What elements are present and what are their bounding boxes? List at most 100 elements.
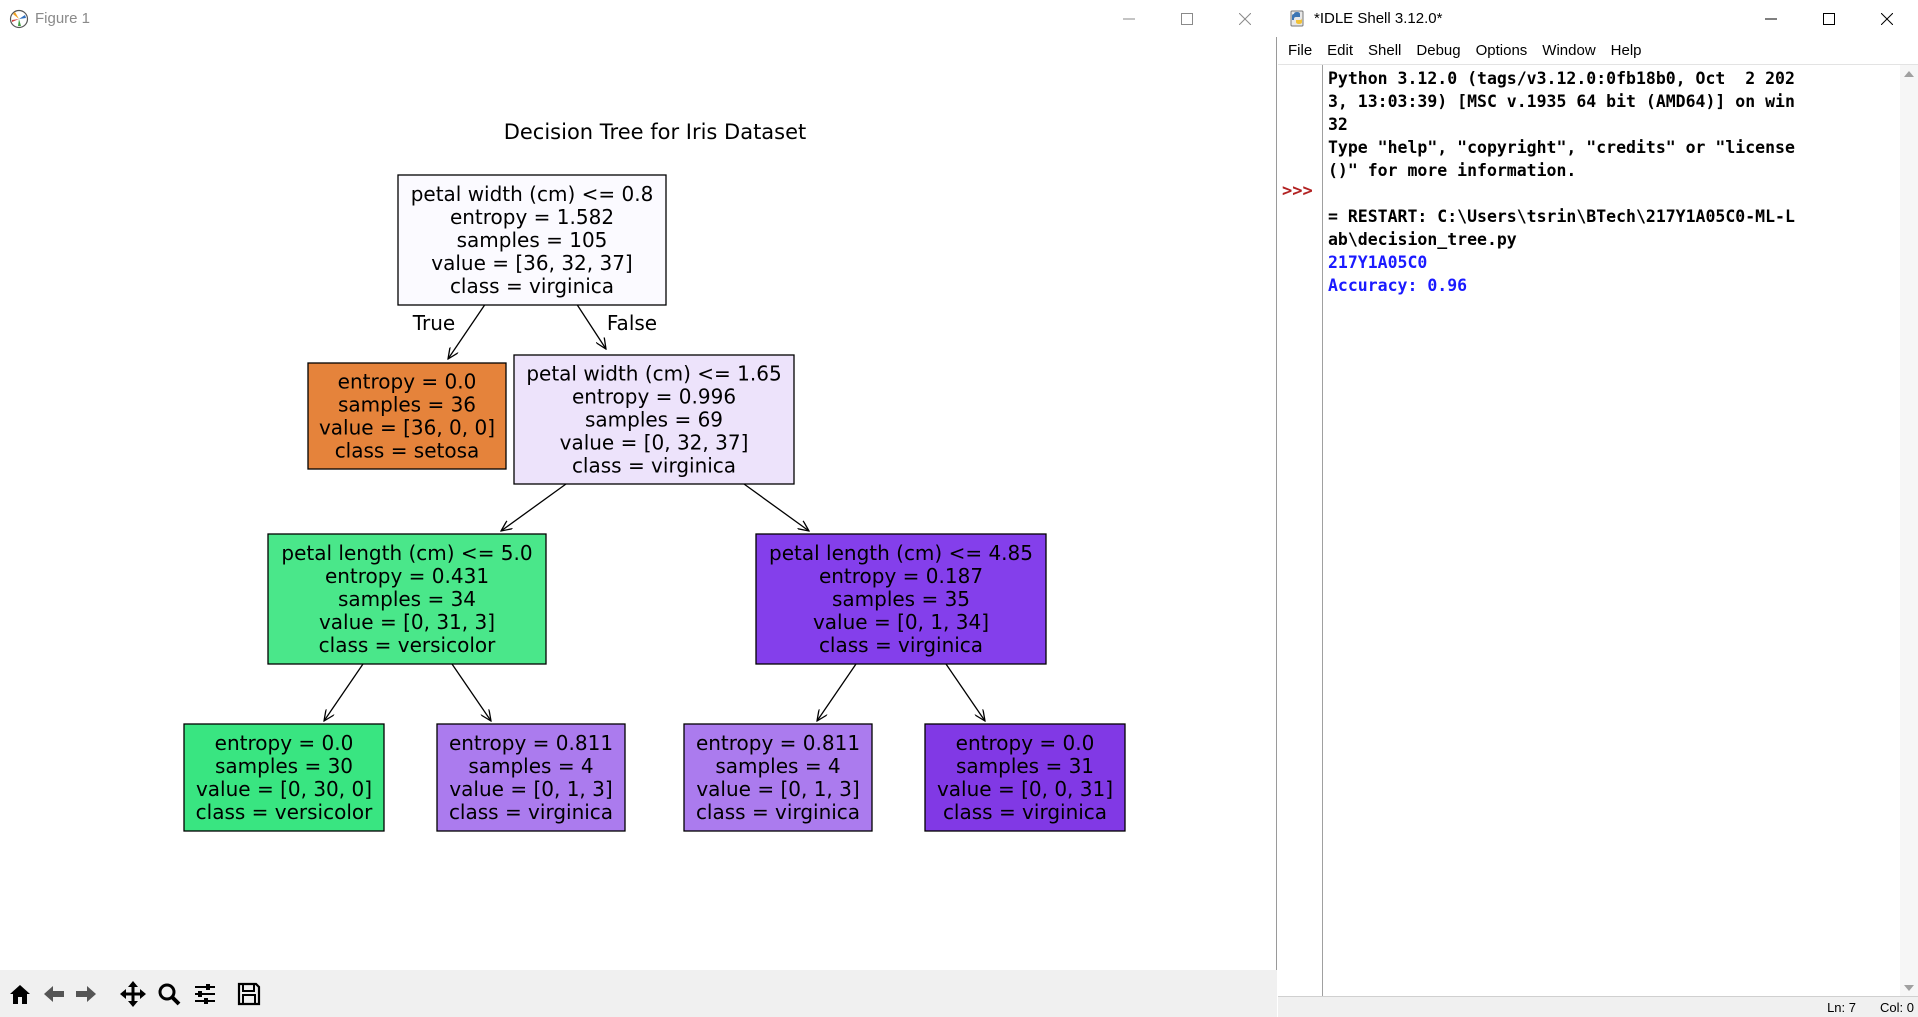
edge-n2-n3 [501, 483, 567, 531]
idle-close-button[interactable] [1858, 0, 1916, 37]
tree-node-line: value = [36, 32, 37] [431, 251, 632, 275]
tree-node-line: entropy = 0.431 [325, 564, 489, 588]
tree-node-line: class = virginica [572, 454, 736, 478]
maximize-icon [1823, 12, 1835, 25]
menu-window[interactable]: Window [1542, 42, 1596, 59]
idle-minimize-button[interactable] [1742, 0, 1800, 37]
maximize-button[interactable] [1158, 0, 1216, 37]
back-button[interactable] [38, 978, 70, 1010]
forward-button[interactable] [70, 978, 102, 1010]
tree-node-line: class = virginica [696, 800, 860, 824]
tree-node-line: class = virginica [943, 800, 1107, 824]
tree-node-line: samples = 30 [215, 754, 353, 778]
close-icon [1881, 12, 1893, 25]
home-button[interactable] [4, 978, 36, 1010]
shell-output-line: Type "help", "copyright", "credits" or "… [1328, 138, 1795, 157]
figure-window: Figure 1 Decision Tree for Iris Dataset [0, 0, 1277, 1017]
save-button[interactable] [233, 978, 265, 1010]
pan-icon [120, 981, 146, 1007]
tree-node-line: class = versicolor [196, 800, 373, 824]
edge-label-true: True [412, 311, 455, 335]
edge-n2-n4 [743, 483, 809, 531]
shell-output-line: ()" for more information. [1328, 161, 1577, 180]
edge-n3-n6 [451, 663, 491, 721]
status-bar: Ln: 7 Col: 0 [1278, 996, 1918, 1017]
shell-output-line [1328, 182, 1898, 205]
decision-tree-plot: Decision Tree for Iris Dataset True Fals… [183, 120, 1126, 832]
close-icon [1239, 12, 1251, 25]
menu-help[interactable]: Help [1610, 42, 1642, 59]
idle-window-title: *IDLE Shell 3.12.0* [1314, 10, 1443, 27]
shell-body: >>> Python 3.12.0 (tags/v3.12.0:0fb18b0,… [1278, 64, 1918, 997]
pan-button[interactable] [117, 978, 149, 1010]
edge-n0-n2 [575, 302, 606, 349]
tree-node-box [436, 723, 626, 832]
status-line-number: Ln: 7 [1827, 1000, 1856, 1015]
menu-file[interactable]: File [1288, 42, 1313, 59]
tree-node-line: petal width (cm) <= 1.65 [526, 362, 781, 386]
tree-node-line: samples = 105 [457, 228, 608, 252]
tree-node-box [267, 533, 547, 665]
tree-edges [324, 302, 985, 721]
edge-n3-n5 [324, 663, 364, 721]
menu-debug[interactable]: Debug [1416, 42, 1461, 59]
shell-text-area[interactable]: Python 3.12.0 (tags/v3.12.0:0fb18b0, Oct… [1328, 65, 1898, 997]
shell-output-line: 32 [1328, 115, 1348, 134]
tree-node-line: petal length (cm) <= 5.0 [281, 541, 532, 565]
tree-node-line: value = [0, 30, 0] [196, 777, 372, 801]
tree-node-line: entropy = 0.0 [338, 370, 477, 394]
minimize-button[interactable] [1100, 0, 1158, 37]
tree-node-line: value = [0, 1, 3] [696, 777, 859, 801]
tree-node-line: entropy = 0.811 [696, 731, 860, 755]
figure-titlebar[interactable]: Figure 1 [0, 0, 1277, 37]
tree-node-line: class = versicolor [319, 633, 496, 657]
tree-node-line: samples = 69 [585, 408, 723, 432]
tree-node-line: samples = 36 [338, 393, 476, 417]
edge-n0-n1 [448, 302, 487, 359]
zoom-icon [158, 983, 181, 1006]
tree-node-line: class = virginica [819, 633, 983, 657]
tree-node-line: value = [0, 32, 37] [560, 431, 749, 455]
close-button[interactable] [1216, 0, 1274, 37]
shell-output-line: Python 3.12.0 (tags/v3.12.0:0fb18b0, Oct… [1328, 69, 1795, 88]
configure-subplots-icon [195, 984, 215, 1004]
tree-node-line: samples = 31 [956, 754, 1094, 778]
tree-node-line: entropy = 0.996 [572, 385, 736, 409]
figure-canvas[interactable]: Decision Tree for Iris Dataset True Fals… [0, 37, 1277, 970]
menu-options[interactable]: Options [1475, 42, 1528, 59]
menu-edit[interactable]: Edit [1327, 42, 1354, 59]
minimize-icon [1123, 18, 1135, 19]
idle-menubar: File Edit Shell Debug Options Window Hel… [1278, 37, 1918, 64]
tree-node-line: value = [0, 31, 3] [319, 610, 495, 634]
program-output-id: 217Y1A05C0 [1328, 253, 1428, 272]
matplotlib-logo-icon [9, 9, 29, 29]
shell-output-line: 3, 13:03:39) [MSC v.1935 64 bit (AMD64)]… [1328, 92, 1795, 111]
tree-node-line: entropy = 0.0 [215, 731, 354, 755]
edge-n4-n7 [817, 663, 857, 721]
tree-node-box [183, 723, 385, 832]
configure-subplots-button[interactable] [189, 978, 221, 1010]
scroll-up-arrow-icon[interactable] [1904, 71, 1914, 77]
minimize-icon [1765, 18, 1777, 19]
tree-node-line: petal width (cm) <= 0.8 [411, 182, 654, 206]
zoom-button[interactable] [153, 978, 185, 1010]
tree-node-line: entropy = 1.582 [450, 205, 614, 229]
tree-node-line: entropy = 0.0 [956, 731, 1095, 755]
scroll-down-arrow-icon[interactable] [1904, 985, 1914, 991]
shell-scrollbar[interactable] [1900, 65, 1918, 997]
python-logo-icon [1290, 10, 1304, 27]
idle-titlebar[interactable]: *IDLE Shell 3.12.0* [1278, 0, 1918, 37]
plot-title: Decision Tree for Iris Dataset [504, 120, 807, 144]
tree-node-line: class = virginica [450, 274, 614, 298]
tree-node-line: entropy = 0.811 [449, 731, 613, 755]
menu-shell[interactable]: Shell [1368, 42, 1402, 59]
idle-maximize-button[interactable] [1800, 0, 1858, 37]
tree-node-line: petal length (cm) <= 4.85 [769, 541, 1033, 565]
status-column-number: Col: 0 [1880, 1000, 1914, 1015]
